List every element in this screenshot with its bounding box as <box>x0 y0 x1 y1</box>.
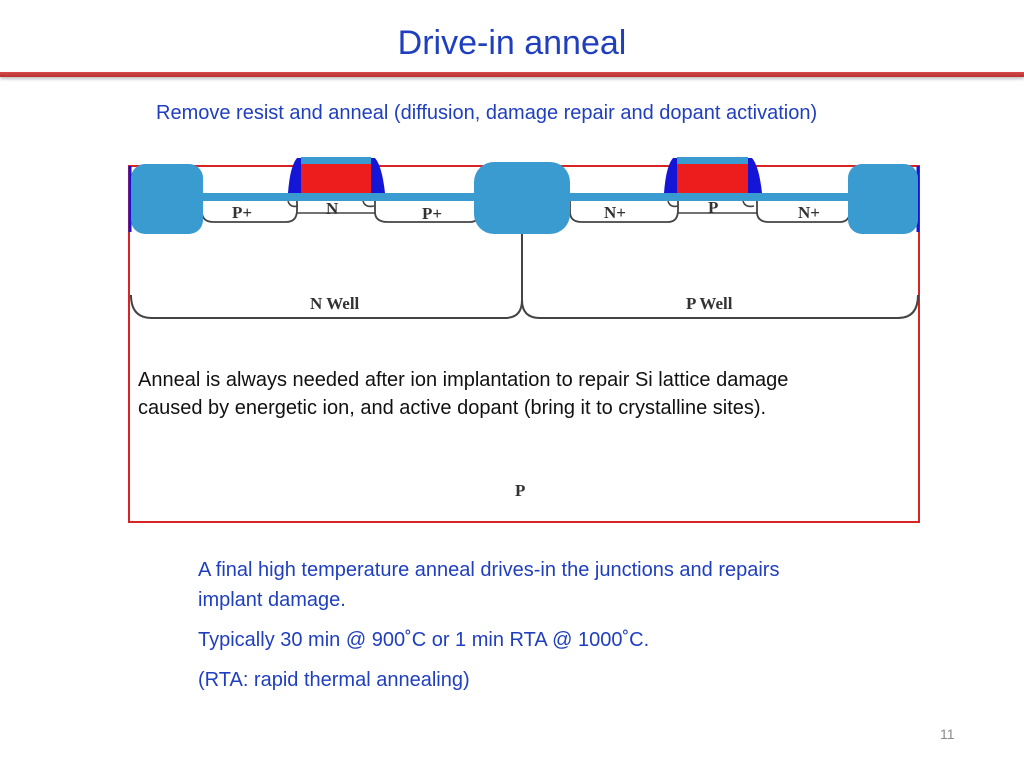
bullet-list: A final high temperature anneal drives-i… <box>198 555 838 705</box>
bullet-item: A final high temperature anneal drives-i… <box>198 559 780 611</box>
gate-cap-right <box>677 157 748 164</box>
p-well-outline <box>521 294 919 319</box>
ldd-hook-3 <box>667 200 679 208</box>
label-p-well: P Well <box>686 294 733 313</box>
label-n-plus-right: N+ <box>798 203 820 222</box>
page-number: 11 <box>940 726 955 742</box>
title-divider <box>0 72 1024 77</box>
label-p-channel: P <box>708 198 718 217</box>
bullet-item: Typically 30 min @ 900˚C or 1 min RTA @ … <box>198 629 650 651</box>
gate-left <box>301 163 371 193</box>
label-p-plus-left: P+ <box>232 203 252 222</box>
n-well-outline <box>130 232 523 319</box>
field-oxide-middle <box>474 162 570 234</box>
label-n-well: N Well <box>310 294 360 313</box>
field-oxide-right <box>848 164 918 234</box>
label-substrate: P <box>515 481 525 500</box>
gate-right <box>677 163 748 193</box>
label-n-channel: N <box>326 199 339 218</box>
ldd-hook-1 <box>287 200 299 208</box>
anneal-note: Anneal is always needed after ion implan… <box>138 369 789 419</box>
bullet-item: (RTA: rapid thermal annealing) <box>198 669 470 691</box>
field-oxide-left <box>131 164 203 234</box>
label-p-plus-right: P+ <box>422 204 442 223</box>
label-n-plus-left: N+ <box>604 203 626 222</box>
slide-subtitle: Remove resist and anneal (diffusion, dam… <box>156 102 818 124</box>
n-plus-left-junction <box>569 200 679 223</box>
ldd-hook-2 <box>362 200 375 208</box>
ldd-hook-4 <box>742 200 755 208</box>
gate-cap-left <box>301 157 371 164</box>
slide-title: Drive-in anneal <box>397 24 627 62</box>
